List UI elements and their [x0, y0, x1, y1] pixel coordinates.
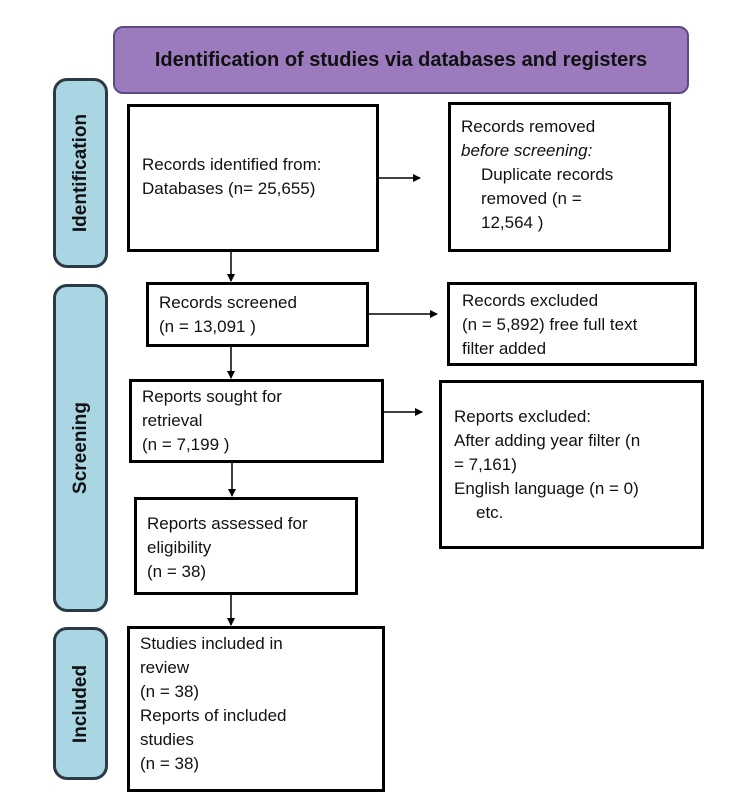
- studies-included-line4: Reports of included: [140, 706, 287, 725]
- records-removed-line4: removed (n =: [481, 189, 582, 208]
- records-removed-line3: Duplicate records: [481, 165, 614, 184]
- reports-sought-line2: retrieval: [142, 411, 203, 430]
- records-removed-line5: 12,564 ): [481, 213, 544, 232]
- records-excluded-box: Records excluded (n = 5,892) free full t…: [447, 282, 697, 366]
- reports-assessed-line1: Reports assessed for: [147, 514, 308, 533]
- phase-included: Included: [53, 627, 108, 780]
- records-removed-box: Records removed before screening: Duplic…: [448, 102, 671, 252]
- reports-excluded-line5: etc.: [476, 503, 504, 522]
- reports-excluded-line1: Reports excluded:: [454, 407, 592, 426]
- records-removed-line1: Records removed: [461, 117, 596, 136]
- records-excluded-line2: (n = 5,892) free full text: [462, 315, 638, 334]
- reports-excluded-line4: English language (n = 0): [454, 479, 639, 498]
- phase-identification: Identification: [53, 78, 108, 268]
- studies-included-line5: studies: [140, 730, 194, 749]
- header-banner: Identification of studies via databases …: [113, 26, 689, 94]
- studies-included-line1: Studies included in: [140, 634, 283, 653]
- records-screened-line1: Records screened: [159, 293, 297, 312]
- reports-excluded-line2: After adding year filter (n: [454, 431, 641, 450]
- reports-assessed-line3: (n = 38): [147, 562, 207, 581]
- reports-sought-line3: (n = 7,199 ): [142, 435, 230, 454]
- studies-included-line2: review: [140, 658, 190, 677]
- studies-included-line6: (n = 38): [140, 754, 200, 773]
- studies-included-box: Studies included in review (n = 38) Repo…: [127, 626, 385, 792]
- studies-included-line3: (n = 38): [140, 682, 200, 701]
- reports-sought-box: Reports sought for retrieval (n = 7,199 …: [129, 379, 384, 463]
- reports-assessed-line2: eligibility: [147, 538, 212, 557]
- records-screened-line2: (n = 13,091 ): [159, 317, 256, 336]
- records-identified-box: Records identified from: Databases (n= 2…: [127, 104, 379, 252]
- records-identified-line2: Databases (n= 25,655): [142, 179, 316, 198]
- phase-screening: Screening: [53, 284, 108, 612]
- header-title: Identification of studies via databases …: [154, 48, 648, 71]
- reports-assessed-box: Reports assessed for eligibility (n = 38…: [134, 497, 358, 595]
- records-removed-line2: before screening:: [461, 141, 593, 160]
- reports-sought-line1: Reports sought for: [142, 387, 282, 406]
- reports-excluded-line3: = 7,161): [454, 455, 517, 474]
- records-screened-box: Records screened (n = 13,091 ): [146, 282, 369, 347]
- reports-excluded-box: Reports excluded: After adding year filt…: [439, 380, 704, 549]
- records-excluded-line1: Records excluded: [462, 291, 599, 310]
- records-excluded-line3: filter added: [462, 339, 547, 358]
- records-identified-line1: Records identified from:: [142, 155, 322, 174]
